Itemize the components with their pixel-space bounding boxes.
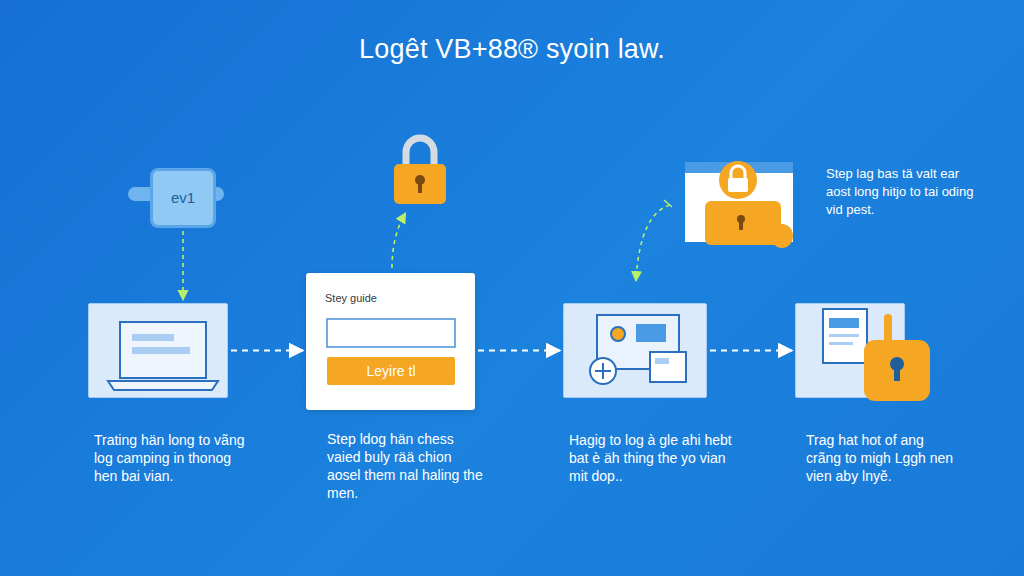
lock-shackle <box>406 138 434 170</box>
browser-window <box>685 162 793 242</box>
lock-body <box>394 164 446 204</box>
flow-arrow <box>710 350 792 352</box>
monitor-icon <box>597 315 679 369</box>
keyhole <box>894 366 900 381</box>
screen-line <box>132 347 190 354</box>
lock-shackle <box>884 318 892 342</box>
step-box: Hagig to log à gle ahi hebt bat è äh thi… <box>563 303 707 398</box>
screen-line <box>655 358 669 364</box>
step-box: Trag hat hot of ang crãng to migh Lggh n… <box>795 303 905 398</box>
lock-badge <box>719 161 757 199</box>
login-button: Leyire tl <box>327 357 455 385</box>
keyhole <box>739 220 743 230</box>
folder-lock <box>705 201 781 245</box>
document-line <box>829 342 853 345</box>
app-window <box>636 324 666 342</box>
leader-arrow <box>636 205 670 280</box>
input-field <box>327 319 455 347</box>
button-text: Leyire tl <box>366 362 415 380</box>
card-heading: Stey guide <box>325 291 455 305</box>
badge-text: ev1 <box>171 189 195 207</box>
laptop-screen <box>120 322 206 378</box>
diagram-title: Logêt VB+88® syoin law. <box>0 34 1024 65</box>
icon-badge: ev1 <box>150 168 216 228</box>
tablet-icon <box>650 352 686 382</box>
step-caption: Step ldog hän chess vaied buly rää chion… <box>327 430 487 502</box>
step-caption: Trag hat hot of ang crãng to migh Lggh n… <box>806 431 956 485</box>
screen-line <box>132 334 174 341</box>
app-icon <box>611 327 625 341</box>
flow-arrow <box>182 231 184 300</box>
add-icon <box>595 363 611 379</box>
lock-body <box>864 340 930 401</box>
side-note: Step lag bas tä valt ear aost long hitjo… <box>826 165 976 219</box>
keyhole <box>890 357 904 371</box>
keyhole <box>415 175 425 185</box>
laptop-base <box>108 381 218 390</box>
lock-shackle <box>731 166 745 180</box>
document-icon <box>823 309 867 363</box>
small-lock <box>771 224 793 248</box>
step-caption: Trating hän long to vãng log camping in … <box>94 431 254 485</box>
lock-body <box>728 178 748 192</box>
browser-bar <box>685 162 793 173</box>
document-bar <box>829 318 859 328</box>
step-box: Trating hän long to vãng log camping in … <box>88 303 228 398</box>
document-line <box>829 334 859 337</box>
keyhole <box>737 215 745 223</box>
leader-arrow <box>392 214 405 268</box>
flow-arrow <box>231 350 303 352</box>
step-caption: Hagig to log à gle ahi hebt bat è äh thi… <box>569 431 744 485</box>
login-card: Stey guideStep ldog hän chess vaied buly… <box>306 273 475 410</box>
leader-arrow <box>664 200 672 207</box>
keyhole <box>418 182 422 193</box>
add-icon <box>590 358 616 384</box>
flow-arrow <box>478 350 560 352</box>
